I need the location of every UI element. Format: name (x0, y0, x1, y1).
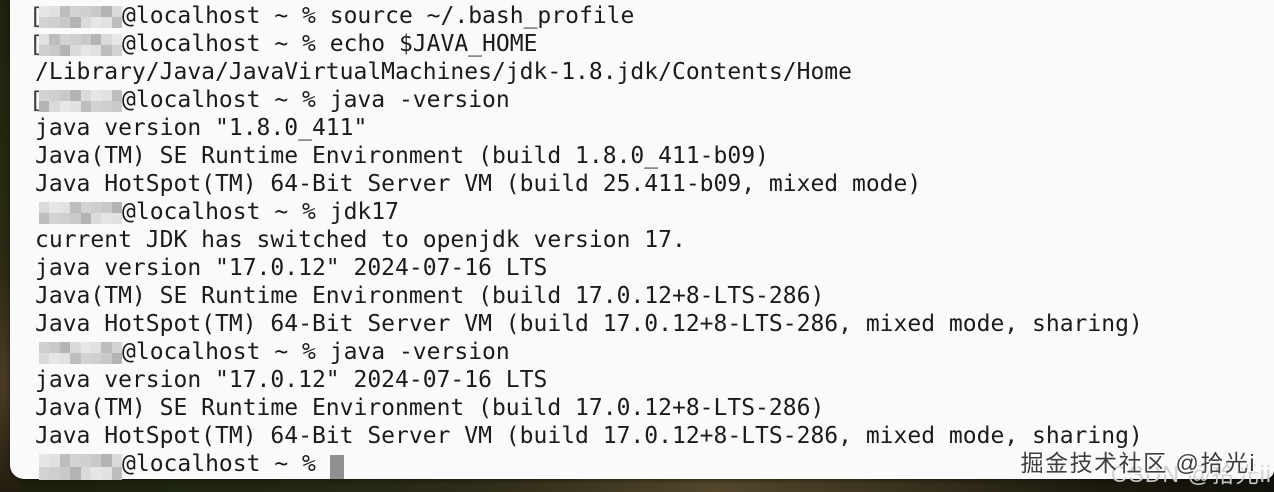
prompt-text: @localhost ~ % (122, 451, 330, 477)
prompt-text: @localhost ~ % (122, 31, 330, 57)
command-text: source ~/.bash_profile (329, 3, 635, 29)
terminal-line: [@localhost ~ % echo $JAVA_HOME (29, 30, 1274, 58)
terminal-line: @localhost ~ % java -version (35, 338, 1274, 366)
terminal-line: Java HotSpot(TM) 64-Bit Server VM (build… (35, 422, 1274, 450)
command-text: echo $JAVA_HOME (329, 31, 538, 57)
terminal-line: [@localhost ~ % source ~/.bash_profile (29, 2, 1274, 30)
pixelated-blur (39, 454, 122, 480)
pixelated-blur (39, 202, 122, 224)
redacted-username (35, 201, 122, 225)
pixelated-blur (39, 6, 122, 28)
terminal-line: Java HotSpot(TM) 64-Bit Server VM (build… (35, 170, 1274, 198)
terminal-line: java version "1.8.0_411" (35, 114, 1274, 142)
terminal-line: java version "17.0.12" 2024-07-16 LTS (35, 254, 1274, 282)
prompt-text: @localhost ~ % (122, 87, 330, 113)
output-text: java version "17.0.12" 2024-07-16 LTS (35, 255, 548, 281)
pixelated-blur (39, 34, 122, 56)
output-text: current JDK has switched to openjdk vers… (35, 227, 686, 253)
terminal-line: Java HotSpot(TM) 64-Bit Server VM (build… (35, 310, 1274, 338)
terminal-line: [@localhost ~ % java -version (29, 86, 1274, 114)
output-text: Java HotSpot(TM) 64-Bit Server VM (build… (35, 311, 1143, 337)
command-text: java -version (329, 87, 510, 113)
terminal-line: current JDK has switched to openjdk vers… (35, 226, 1274, 254)
output-text: Java HotSpot(TM) 64-Bit Server VM (build… (35, 171, 922, 197)
terminal-window[interactable]: [@localhost ~ % source ~/.bash_profile[@… (10, 0, 1274, 480)
output-text: /Library/Java/JavaVirtualMachines/jdk-1.… (35, 59, 852, 85)
watermark-csdn: CSDN @拾光ii (1110, 461, 1272, 487)
watermark-juejin: 掘金技术社区 @拾光i (1020, 450, 1256, 476)
output-text: java version "1.8.0_411" (35, 115, 368, 141)
output-text: Java(TM) SE Runtime Environment (build 1… (35, 395, 825, 421)
terminal-line: Java(TM) SE Runtime Environment (build 1… (35, 282, 1274, 310)
prompt-text: @localhost ~ % (122, 199, 330, 225)
pixelated-blur (39, 90, 122, 112)
terminal-line: @localhost ~ % (35, 450, 1274, 480)
output-text: Java HotSpot(TM) 64-Bit Server VM (build… (35, 423, 1143, 449)
prompt-text: @localhost ~ % (122, 3, 330, 29)
command-text: jdk17 (329, 199, 399, 225)
output-text: java version "17.0.12" 2024-07-16 LTS (35, 367, 548, 393)
terminal-line: @localhost ~ % jdk17 (35, 198, 1274, 226)
command-text: java -version (329, 339, 510, 365)
output-text: Java(TM) SE Runtime Environment (build 1… (35, 143, 769, 169)
redacted-username: [ (29, 88, 122, 114)
output-text: Java(TM) SE Runtime Environment (build 1… (35, 283, 825, 309)
redacted-username: [ (29, 4, 122, 30)
terminal-line: java version "17.0.12" 2024-07-16 LTS (35, 366, 1274, 394)
pixelated-blur (39, 342, 122, 364)
terminal-line: Java(TM) SE Runtime Environment (build 1… (35, 394, 1274, 422)
terminal-lines[interactable]: [@localhost ~ % source ~/.bash_profile[@… (10, 0, 1274, 480)
redacted-username (35, 453, 122, 480)
prompt-text: @localhost ~ % (122, 339, 330, 365)
redacted-username (35, 341, 122, 365)
terminal-cursor (329, 455, 344, 479)
terminal-line: /Library/Java/JavaVirtualMachines/jdk-1.… (35, 58, 1274, 86)
redacted-username: [ (29, 32, 122, 58)
terminal-line: Java(TM) SE Runtime Environment (build 1… (35, 142, 1274, 170)
